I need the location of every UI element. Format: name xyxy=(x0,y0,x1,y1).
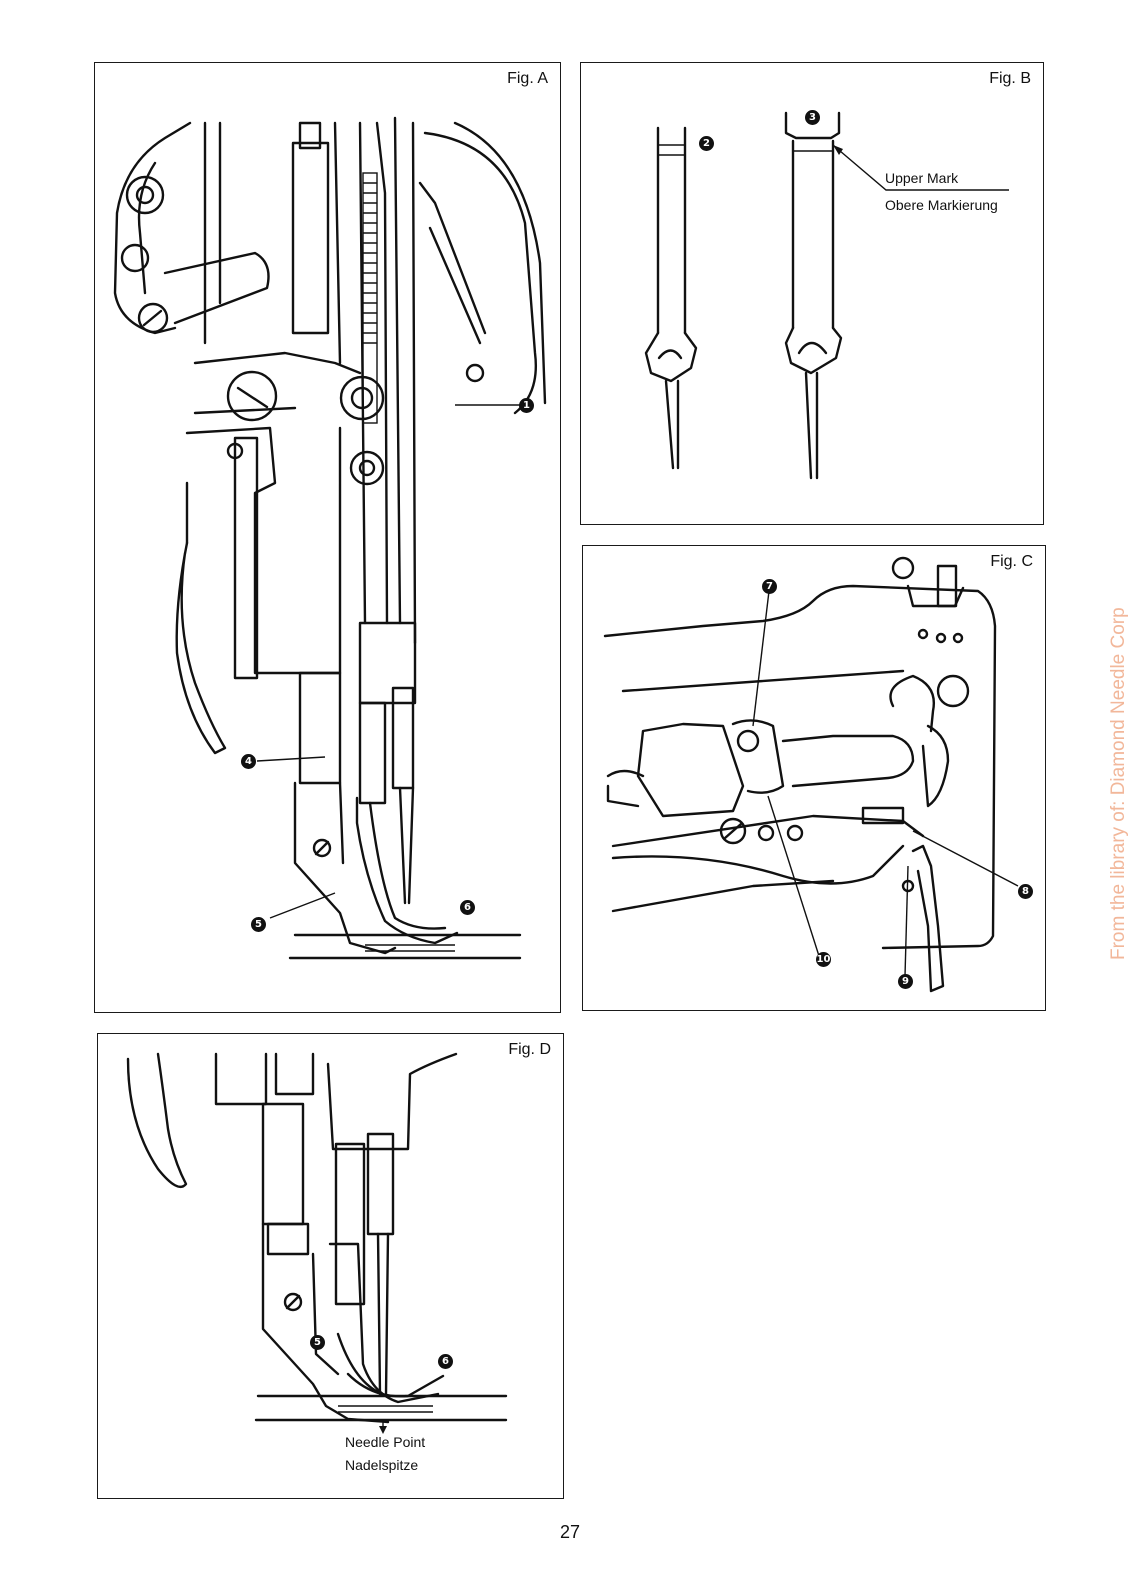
callout-8: 8 xyxy=(1018,884,1033,899)
figure-d: Fig. D 5 6 Needle Point Nadelspitze xyxy=(97,1033,564,1499)
nadelspitze-label: Nadelspitze xyxy=(345,1457,418,1473)
callout-7: 7 xyxy=(762,579,777,594)
upper-mark-label: Upper Mark xyxy=(885,170,958,186)
figure-b: Fig. B 2 3 Upper Mark Obere Markierung xyxy=(580,62,1044,525)
figure-c-drawing xyxy=(583,546,1046,1011)
figure-c: Fig. C 7 8 9 10 xyxy=(582,545,1046,1011)
callout-1: 1 xyxy=(519,398,534,413)
callout-5: 5 xyxy=(310,1335,325,1350)
obere-markierung-label: Obere Markierung xyxy=(885,197,998,213)
callout-2: 2 xyxy=(699,136,714,151)
figure-a: Fig. A xyxy=(94,62,561,1013)
needle-point-label: Needle Point xyxy=(345,1434,425,1450)
callout-5: 5 xyxy=(251,917,266,932)
callout-6: 6 xyxy=(460,900,475,915)
callout-6: 6 xyxy=(438,1354,453,1369)
callout-3: 3 xyxy=(805,110,820,125)
callout-10: 10 xyxy=(816,952,831,967)
callout-4: 4 xyxy=(241,754,256,769)
page-number: 27 xyxy=(560,1522,580,1543)
figure-d-drawing xyxy=(98,1034,564,1499)
figure-a-drawing xyxy=(95,63,561,1013)
callout-9: 9 xyxy=(898,974,913,989)
figure-b-drawing xyxy=(581,63,1044,525)
library-watermark: From the library of: Diamond Needle Corp xyxy=(1108,607,1130,960)
